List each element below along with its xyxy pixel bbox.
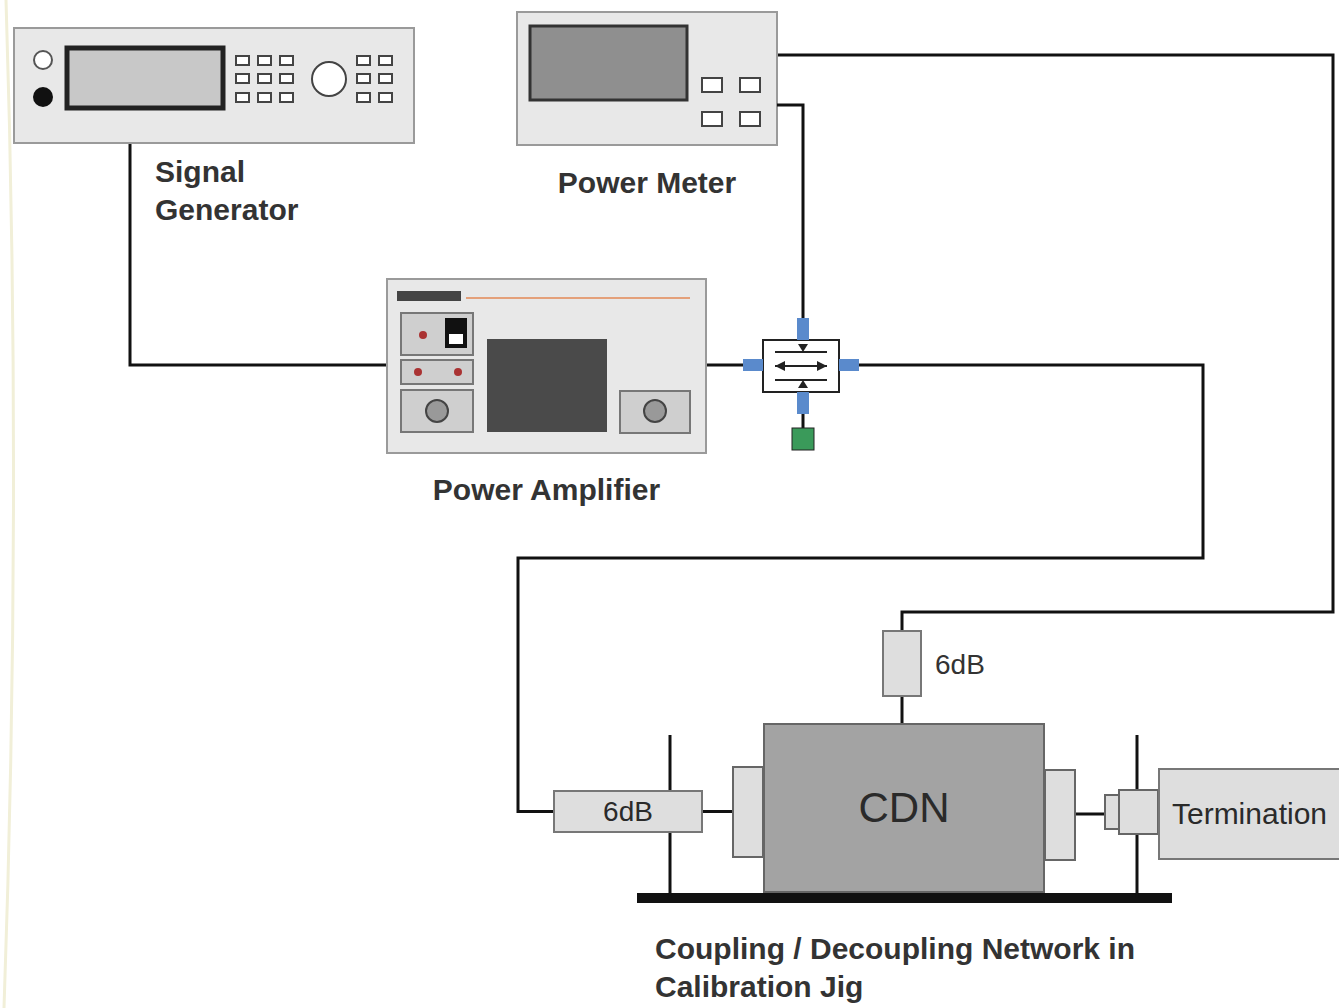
component-box: CDN bbox=[763, 723, 1045, 893]
component-label: 6dB bbox=[935, 646, 985, 681]
directional-coupler bbox=[743, 318, 859, 450]
power-amplifier-device bbox=[387, 279, 706, 453]
rf-cable bbox=[777, 55, 1333, 630]
cable-line bbox=[130, 143, 387, 365]
equipment-label: Signal Generator bbox=[155, 153, 355, 228]
equipment-node: Power Amplifier bbox=[387, 279, 706, 453]
sensor-wire bbox=[777, 105, 803, 318]
rf-cable bbox=[902, 697, 903, 723]
equipment-label: Power Meter bbox=[558, 164, 736, 202]
equipment-node: Signal Generator bbox=[14, 28, 414, 143]
jig-caption: Coupling / Decoupling Network in Calibra… bbox=[655, 930, 1235, 1005]
equipment-label: Power Amplifier bbox=[433, 471, 660, 509]
component-label: 6dB bbox=[603, 794, 653, 829]
component-box: 6dB bbox=[553, 790, 703, 833]
component-label: Termination bbox=[1172, 795, 1327, 833]
power-meter-device bbox=[517, 12, 777, 145]
component-label: CDN bbox=[859, 782, 950, 835]
equipment-node: Power Meter bbox=[517, 12, 777, 145]
component-box: 6dB bbox=[882, 630, 922, 697]
cable-line bbox=[901, 697, 904, 723]
cable-line bbox=[777, 55, 1333, 630]
signal-generator-device bbox=[14, 28, 414, 143]
rf-cable bbox=[130, 143, 387, 365]
page-edge bbox=[4, 0, 14, 1008]
component-box: Termination bbox=[1158, 768, 1339, 860]
